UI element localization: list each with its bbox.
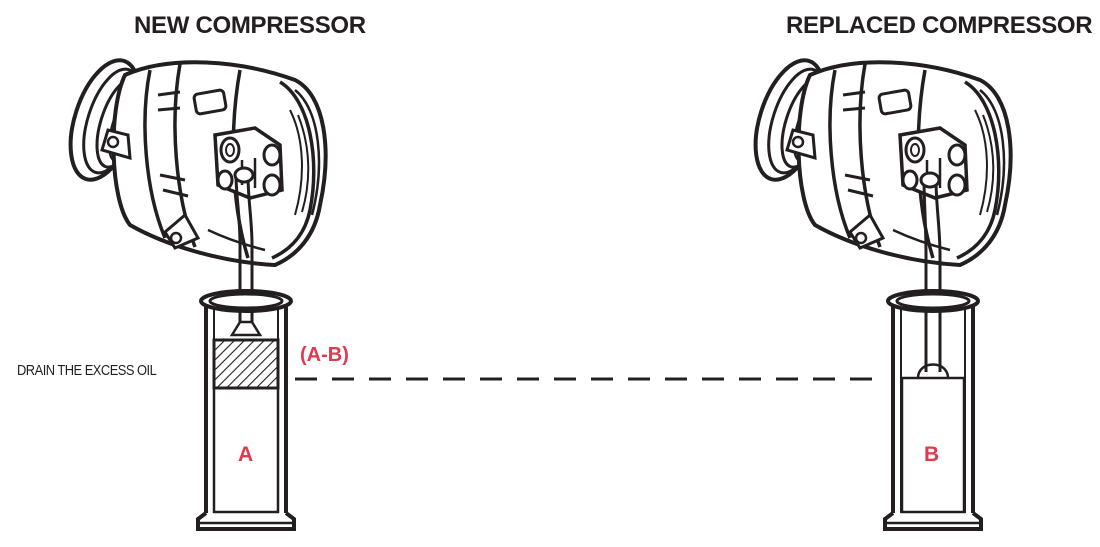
excess-oil-hatched: [212, 338, 280, 390]
replaced-compressor-illustration: [740, 49, 1013, 268]
new-compressor-title: NEW COMPRESSOR: [134, 12, 366, 39]
oil-b-label: B: [924, 443, 940, 466]
oil-outlet-a: [233, 166, 255, 184]
replaced-compressor-title: REPLACED COMPRESSOR: [786, 12, 1093, 39]
oil-stream-a: [234, 174, 254, 330]
oil-level-b: [900, 376, 966, 514]
difference-label: (A-B): [300, 344, 349, 366]
new-compressor-illustration: [55, 49, 328, 268]
drain-excess-oil-label: DRAIN THE EXCESS OIL: [17, 362, 157, 379]
oil-level-a: [212, 386, 280, 514]
oil-outlet-b: [919, 171, 941, 189]
oil-a-label: A: [238, 443, 254, 466]
